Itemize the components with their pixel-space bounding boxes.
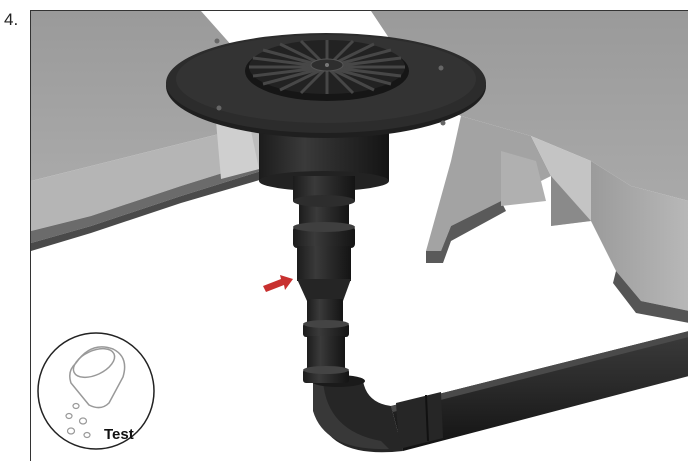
horizontal-pipe <box>391 331 688 451</box>
drain-body <box>259 126 389 207</box>
roof-drain-illustration: Test <box>31 11 688 453</box>
drain-grate <box>245 39 409 101</box>
test-badge: Test <box>37 332 155 450</box>
red-arrow-marker <box>263 275 293 292</box>
right-deck-panel <box>371 11 688 323</box>
pouring-container-icon <box>65 346 126 439</box>
step-number: 4. <box>4 10 19 29</box>
test-label: Test <box>104 426 134 443</box>
pipe-elbow <box>311 375 403 453</box>
illustration-frame: Test <box>30 10 688 461</box>
